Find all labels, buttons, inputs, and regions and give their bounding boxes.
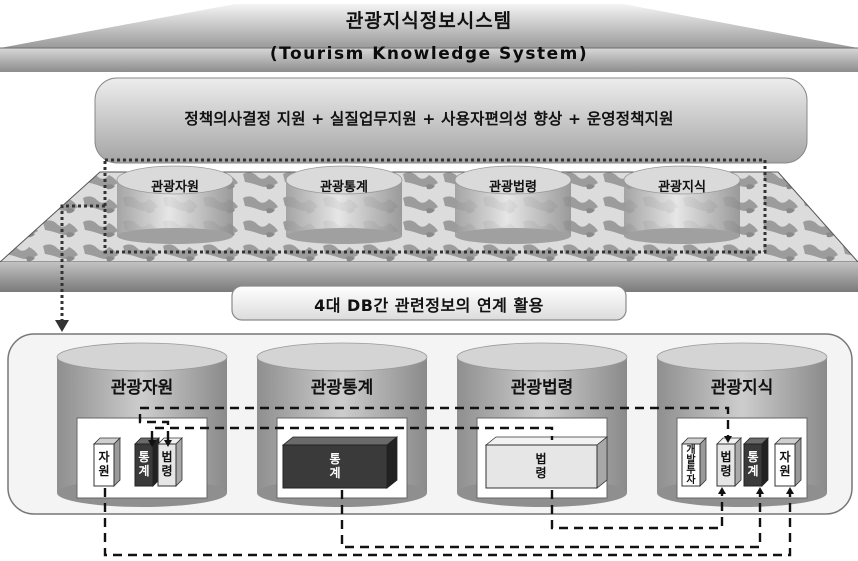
top-db-cylinder-2 [285,165,403,244]
top-db-cylinder-3 [454,165,572,244]
link-line-top [138,406,730,440]
dotted-link-arrow [55,204,105,332]
link-line-law [150,426,554,440]
block-db4-stats [743,437,769,487]
top-db-label-statistics: 관광통계 [320,180,368,195]
db-title-resources: 관광자원 [110,378,174,398]
link-line-stats [340,490,762,549]
db-title-law: 관광법령 [510,378,574,398]
db-title-statistics: 관광통계 [310,378,374,398]
top-db-cylinder-4 [623,165,741,244]
top-db-cylinder-1 [116,165,234,244]
top-db-label-law: 관광법령 [489,180,537,195]
db1-blocks [93,437,183,487]
block-db4-dev [681,437,707,487]
top-db-cylinders [116,165,741,244]
system-roof [0,4,858,72]
block-db1-resource [93,437,121,487]
system-title: 관광지식정보시스템 [345,10,513,32]
link-line-law2 [550,490,724,530]
system-goals: 정책의사결정 지원 + 실질업무지원 + 사용자편의성 향상 + 운영정책지원 [184,110,674,128]
link-label: 4대 DB간 관련정보의 연계 활용 [314,296,544,315]
block-db2-stats [281,436,399,489]
link-label-bar [231,285,627,321]
link-line-resource [103,488,792,557]
top-db-label-resources: 관광자원 [151,180,199,195]
db-title-knowledge: 관광지식 [710,378,774,398]
system-title-english: (Tourism Knowledge System) [269,44,589,64]
link-arrowheads [148,436,794,494]
goals-panel [94,77,808,164]
block-db3-law [484,436,609,489]
block-db4-law [716,437,742,487]
dashed-link-lines [103,406,792,557]
db4-blocks [681,437,802,487]
block-db4-resource [774,437,802,487]
top-db-label-knowledge: 관광지식 [658,180,706,195]
